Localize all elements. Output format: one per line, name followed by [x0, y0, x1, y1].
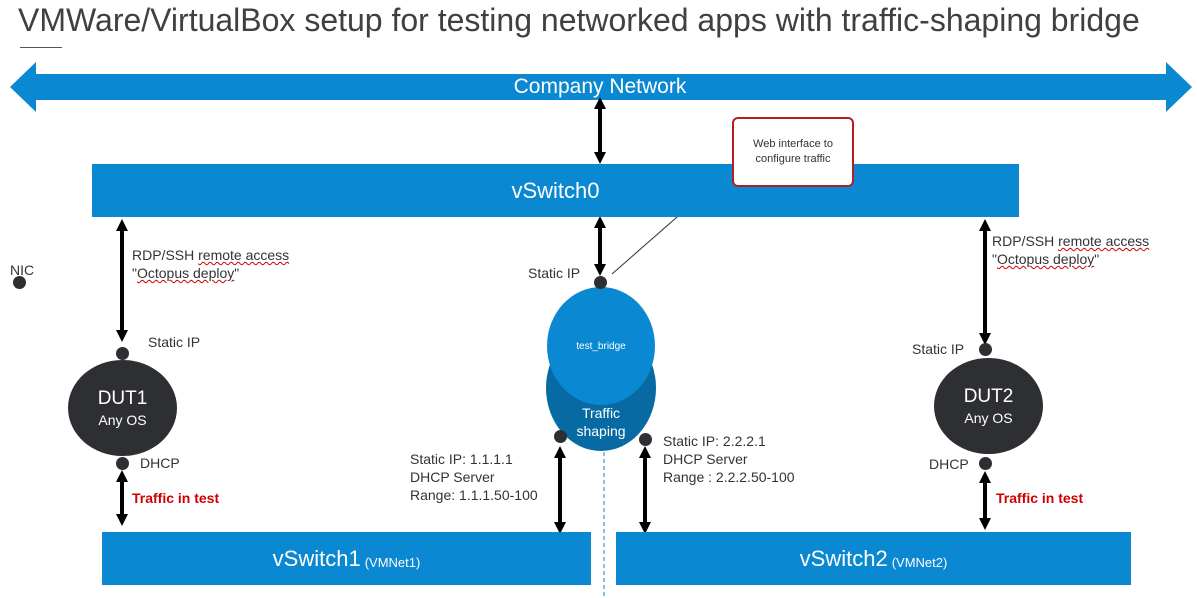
net2-static-ip: Static IP: 2.2.2.1 [663, 433, 766, 449]
net2-dhcp-server: DHCP Server [663, 451, 748, 467]
bridge-net1-dot [554, 430, 567, 443]
page-title: VMWare/VirtualBox setup for testing netw… [18, 2, 1140, 38]
net1-dhcp-server: DHCP Server [410, 469, 495, 485]
dut2-static-ip-dot [979, 343, 992, 356]
traffic-shaping-label: Traffic shaping [556, 404, 646, 440]
dut2-remote-access-label: RDP/SSH remote access "Octopus deploy" [992, 232, 1149, 268]
company-network-arrow [10, 62, 1192, 112]
vswitch0-bar: vSwitch0 [92, 164, 1019, 217]
dut2-dhcp-dot [979, 457, 992, 470]
traffic-shaping-line-2: shaping [576, 423, 626, 439]
dut2-os: Any OS [964, 410, 1013, 426]
dut2-static-ip-label: Static IP [912, 341, 965, 357]
dut1-remote-line2-c: " [234, 265, 240, 281]
net2-info: Static IP: 2.2.2.1 DHCP Server Range : 2… [663, 432, 795, 486]
dut2-remote-line2-c: " [1094, 251, 1100, 267]
vswitch2-suffix: (VMNet2) [891, 555, 948, 570]
nic-legend-label: NIC [10, 262, 35, 278]
dut1-static-ip-label: Static IP [148, 334, 201, 350]
dut1-traffic-label: Traffic in test [132, 490, 220, 506]
vswitch2-label: vSwitch2 [799, 545, 888, 571]
net2-range: Range : 2.2.2.50-100 [663, 469, 795, 485]
dut1-os: Any OS [98, 412, 147, 428]
dut1-remote-line2-b: Octopus deploy [136, 265, 235, 281]
dut2-dhcp-label: DHCP [929, 456, 969, 472]
bridge-static-ip-label: Static IP [528, 265, 581, 281]
dut2-traffic-label: Traffic in test [996, 490, 1084, 506]
dut1-static-ip-dot [116, 347, 129, 360]
vswitch2-bar: vSwitch2(VMNet2) [616, 532, 1131, 585]
vswitch1-bar: vSwitch1(VMNet1) [102, 532, 591, 585]
web-interface-callout: Web interface to configure traffic [732, 117, 854, 187]
net1-range: Range: 1.1.1.50-100 [410, 487, 538, 503]
dut2-remote-line1-a: RDP/SSH [992, 233, 1059, 249]
vswitch1-suffix: (VMNet1) [364, 555, 421, 570]
title-underline [20, 47, 62, 48]
dut1-remote-access-label: RDP/SSH remote access "Octopus deploy" [132, 246, 289, 282]
callout-line-1: Web interface to [753, 138, 833, 150]
vswitch1-label: vSwitch1 [272, 545, 361, 571]
dut2-remote-line1-b: remote access [1058, 233, 1150, 249]
dut1-name: DUT1 [97, 388, 148, 409]
test-bridge-label: test_bridge [576, 340, 626, 352]
dut2-name: DUT2 [963, 386, 1014, 407]
bridge-static-ip-dot [594, 276, 607, 289]
dut1-dhcp-label: DHCP [140, 455, 180, 471]
test-bridge-circle: test_bridge [547, 287, 655, 405]
bridge-net2-dot [639, 433, 652, 446]
vswitch0-label: vSwitch0 [511, 177, 600, 203]
dut1-remote-line2-a: " [132, 265, 137, 281]
dut1-node: DUT1 Any OS [68, 360, 177, 456]
traffic-shaping-line-1: Traffic [581, 405, 621, 421]
net1-static-ip: Static IP: 1.1.1.1 [410, 451, 513, 467]
dut2-node: DUT2 Any OS [934, 358, 1043, 454]
dut1-remote-line1-a: RDP/SSH [132, 247, 199, 263]
dut1-dhcp-dot [116, 457, 129, 470]
dut2-remote-line2-a: " [992, 251, 997, 267]
dut1-remote-line1-b: remote access [198, 247, 290, 263]
company-network-label: Company Network [513, 75, 687, 98]
nic-legend-dot [13, 276, 26, 289]
net1-info: Static IP: 1.1.1.1 DHCP Server Range: 1.… [410, 450, 538, 504]
callout-line-2: configure traffic [755, 153, 831, 165]
dut2-remote-line2-b: Octopus deploy [996, 251, 1095, 267]
